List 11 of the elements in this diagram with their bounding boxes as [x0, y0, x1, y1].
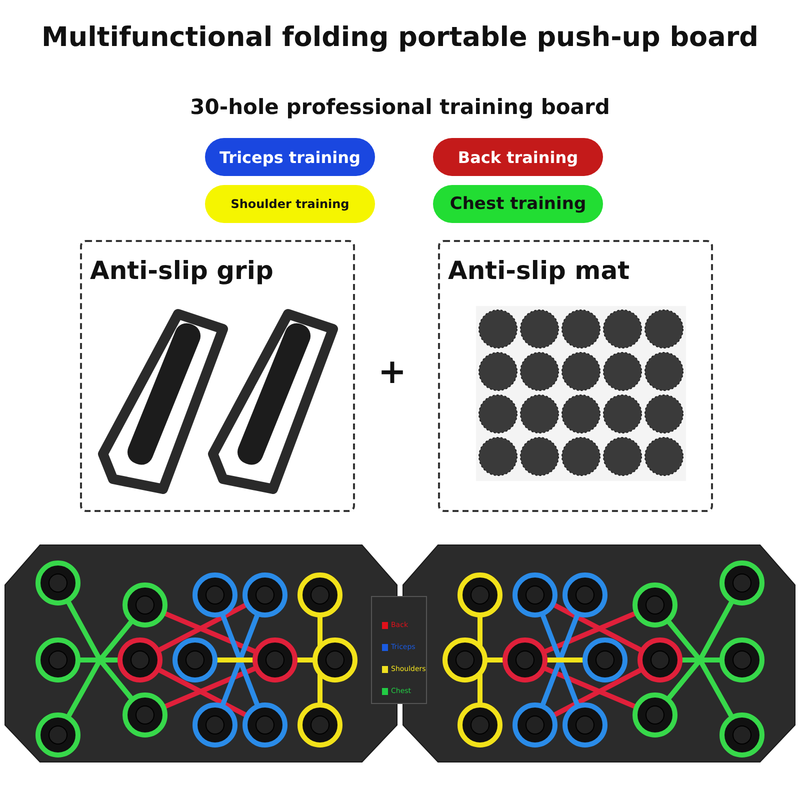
training-tag: Triceps training — [205, 138, 375, 176]
heading: Anti-slip mat — [448, 256, 630, 285]
dashed-frame — [438, 240, 713, 512]
training-tag: Shoulder training — [205, 185, 375, 223]
title: Multifunctional folding portable push-up board — [40, 22, 760, 53]
training-tag: Back training — [433, 138, 603, 176]
heading: Anti-slip grip — [90, 256, 274, 285]
training-tag: Chest training — [433, 185, 603, 223]
subtitle: 30-hole professional training board — [189, 95, 611, 119]
dashed-frame — [80, 240, 355, 512]
plus-sign: + — [378, 352, 406, 392]
